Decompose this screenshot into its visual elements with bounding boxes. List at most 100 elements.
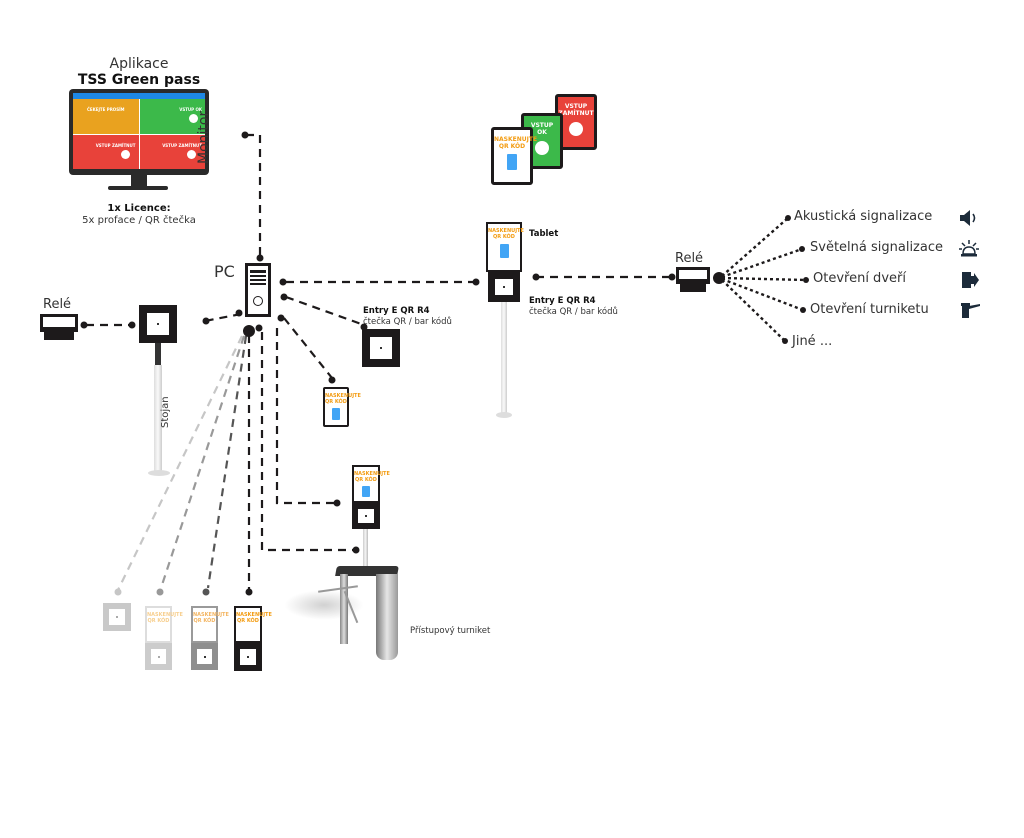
left-rele-device <box>40 314 78 332</box>
app-title: Aplikace TSS Green pass <box>74 56 204 88</box>
tablet-station-pole <box>501 302 507 414</box>
tablet-station-desc: čtečka QR / bar kódů <box>529 307 618 317</box>
turnstile-kiosk-screen: NASKENUJTE QR KÓD <box>352 465 390 503</box>
line-pc-turnstile <box>260 332 355 552</box>
line-faded-3 <box>117 335 243 591</box>
cross-icon <box>569 122 583 136</box>
connector-dot <box>277 314 285 322</box>
tablet-station-base <box>496 412 512 418</box>
faded-kiosk-2-reader <box>145 643 172 670</box>
small-tablet: NASKENUJTE QR KÓD <box>323 387 361 427</box>
connector-dot <box>668 273 676 281</box>
tablet-station-screen: NASKENUJTE QR KÓD <box>486 222 524 272</box>
faded-kiosk-3-reader <box>191 643 218 670</box>
door-exit-icon <box>962 272 979 288</box>
entry-reader <box>362 329 400 367</box>
phone-hand-icon <box>332 408 340 420</box>
phone-hand-icon <box>362 486 370 497</box>
app-header-bar <box>73 93 205 99</box>
screen-panel-deny-1: VSTUP ZAMÍTNUT <box>73 134 139 169</box>
dark-kiosk-4-reader <box>234 643 262 671</box>
connector-dot <box>799 246 805 252</box>
screen-panel-wait: ČEKEJTE PROSÍM <box>73 99 139 134</box>
app-title-line1: Aplikace <box>109 56 169 72</box>
phone-hand-icon <box>507 154 517 170</box>
tablet-station-info: Entry E QR R4 čtečka QR / bar kódů <box>529 296 618 318</box>
turnstile-kiosk-reader <box>352 503 380 529</box>
licence-info: 1x Licence: 5x proface / QR čtečka <box>68 203 210 227</box>
beacon-light-icon <box>959 240 979 257</box>
connector-dot <box>782 338 788 344</box>
line-rele-out-5 <box>721 279 786 342</box>
connector-dot <box>245 588 253 596</box>
right-rele-label: Relé <box>675 251 704 266</box>
line-rele-out-1 <box>721 217 789 277</box>
output-other: Jiné ... <box>792 334 833 349</box>
connector-dot <box>255 324 263 332</box>
left-rele-terminals <box>44 332 74 340</box>
screen-panel-ok: VSTUP OK <box>139 99 205 134</box>
entry-reader-info: Entry E QR R4 čtečka QR / bar kódů <box>363 306 452 328</box>
monitor-base <box>108 186 168 190</box>
turnstile-barrier-icon <box>961 303 980 318</box>
stand-pole-lower <box>154 365 162 473</box>
connector-dot <box>114 588 122 596</box>
output-turnstile: Otevření turniketu <box>810 302 929 317</box>
turnstile-body <box>318 566 399 660</box>
entry-reader-name: Entry E QR R4 <box>363 306 430 316</box>
pc-tower <box>245 263 271 317</box>
licence-title: 1x Licence: <box>107 203 171 214</box>
connector-dot <box>328 376 336 384</box>
right-rele-device <box>676 267 710 284</box>
left-rele-label: Relé <box>43 297 72 312</box>
line-pc-entry-reader <box>285 295 365 327</box>
cross-icon <box>187 149 196 159</box>
connector-dot <box>472 278 480 286</box>
connector-dot <box>256 254 264 262</box>
licence-desc: 5x proface / QR čtečka <box>82 215 196 226</box>
check-icon <box>189 114 198 123</box>
connector-dot <box>279 278 287 286</box>
power-icon <box>253 296 263 306</box>
connector-dot <box>280 293 288 301</box>
line-pc-kiosk <box>275 328 337 505</box>
connector-dot <box>360 323 368 331</box>
connector-dot <box>352 546 360 554</box>
phone-hand-icon <box>499 244 509 258</box>
stand-label: Stojan <box>160 396 171 428</box>
app-title-line2: TSS Green pass <box>77 72 201 88</box>
connector-dot <box>202 317 210 325</box>
connector-dot <box>803 277 809 283</box>
connector-dot <box>785 215 791 221</box>
connector-dot <box>128 321 136 329</box>
output-light: Světelná signalizace <box>810 240 943 255</box>
screen-panel-deny-2: VSTUP ZAMÍTNUT <box>139 134 205 169</box>
connector-dot <box>241 131 249 139</box>
turnstile-label: Přístupový turniket <box>410 626 491 636</box>
line-pc-small-tablet <box>283 317 333 379</box>
output-door: Otevření dveří <box>813 271 906 286</box>
monitor-screen: ČEKEJTE PROSÍM VSTUP OK VSTUP ZAMÍTNUT V… <box>73 93 205 169</box>
entry-reader-desc: čtečka QR / bar kódů <box>363 317 452 327</box>
right-rele-terminals <box>680 284 706 292</box>
stand-base <box>148 470 170 476</box>
monitor-label: Monitor <box>196 110 212 164</box>
output-acoustic: Akustická signalizace <box>794 209 933 224</box>
connector-dot <box>532 273 540 281</box>
stand-reader <box>139 305 177 343</box>
speaker-icon <box>960 210 976 226</box>
connector-dot <box>800 307 806 313</box>
monitor-neck <box>131 175 147 187</box>
line-rele-out-3 <box>721 276 807 282</box>
connector-hub <box>243 325 255 337</box>
stand-pole <box>155 343 161 365</box>
tablet-label: Tablet <box>529 229 559 239</box>
tablet-station-reader <box>488 272 520 302</box>
connector-dot <box>156 588 164 596</box>
monitor: ČEKEJTE PROSÍM VSTUP OK VSTUP ZAMÍTNUT V… <box>69 89 209 187</box>
